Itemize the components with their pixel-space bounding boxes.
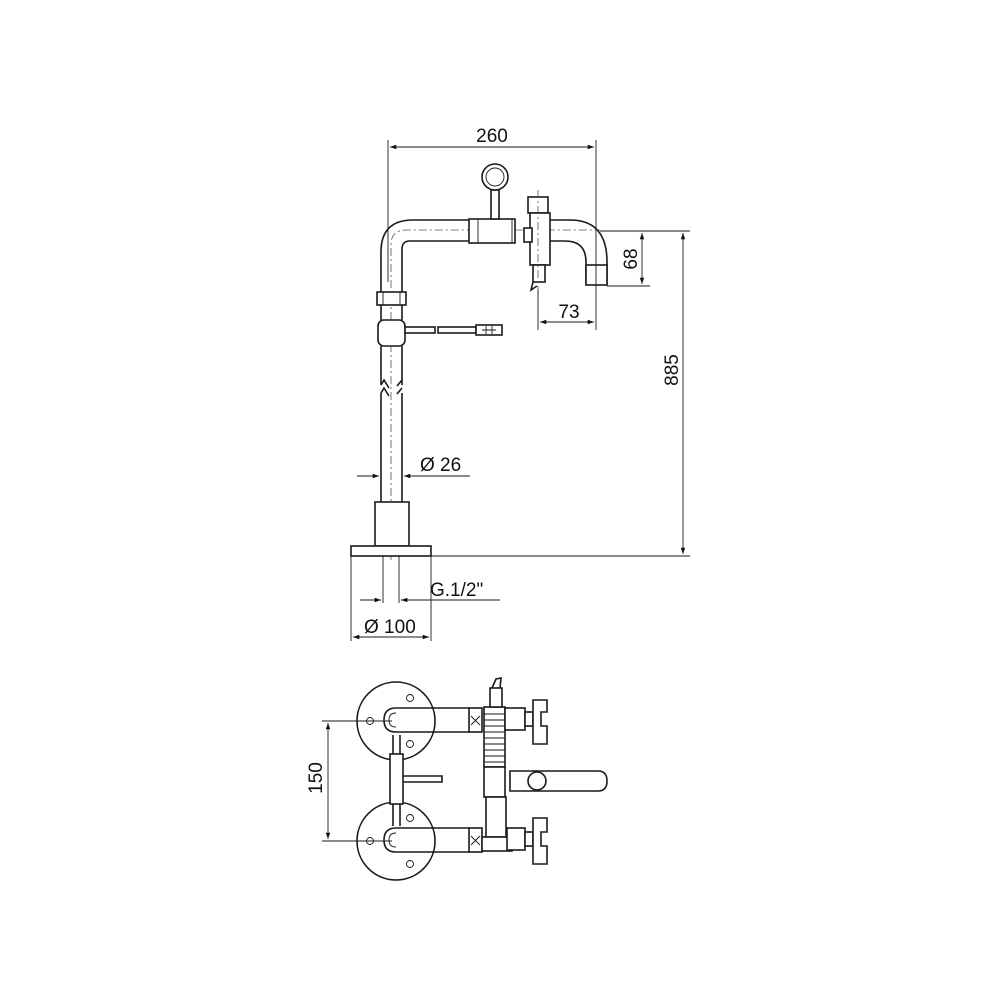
dimension-lines — [353, 140, 690, 640]
standpipe-outer — [380, 219, 470, 293]
standpipe-inner — [401, 240, 470, 293]
dim-spout-projection-73: 73 — [558, 302, 579, 323]
lever-knob — [527, 771, 547, 791]
dim-spout-drop-68: 68 — [621, 248, 642, 269]
diverter — [523, 190, 551, 300]
centerline — [390, 229, 600, 560]
pipe-bend-inner — [388, 832, 397, 848]
dimension-lines-top — [322, 720, 392, 842]
spout-outlet — [585, 264, 608, 286]
valve-stem-bottom — [506, 827, 526, 851]
spout-outer — [550, 219, 608, 285]
handle-stem — [490, 189, 500, 220]
dim-pipe-diameter: Ø 26 — [420, 455, 461, 476]
dim-thread: G.1/2" — [430, 580, 483, 601]
dim-width-260: 260 — [476, 126, 508, 147]
diverter-lever — [509, 770, 608, 792]
valve-stem-top — [504, 707, 526, 731]
pipe-joint — [377, 319, 406, 347]
base-sleeve — [374, 501, 410, 547]
supply-pipe-bottom — [383, 827, 470, 853]
pipe-bend-inner — [388, 712, 397, 728]
dim-flange-diameter: Ø 100 — [364, 617, 416, 638]
body-knurling — [484, 713, 505, 763]
side-view — [350, 163, 608, 641]
cross-handle-bottom-icon — [532, 817, 548, 865]
nut-bottom-cross — [470, 835, 481, 846]
cross-handle-top-icon — [532, 699, 548, 745]
mixer-body — [483, 706, 506, 768]
spout-inner — [550, 240, 587, 285]
body-lower — [485, 796, 507, 838]
side-rod — [404, 324, 503, 336]
break-line — [380, 378, 403, 397]
valve-collar-top — [524, 711, 534, 727]
dim-height-885: 885 — [662, 354, 683, 386]
spout-nozzle-tip — [491, 677, 502, 689]
supply-pipe-top — [383, 707, 470, 733]
nut-top-cross — [470, 715, 481, 726]
connector-block — [389, 753, 404, 805]
handle-ring-inner — [485, 167, 505, 187]
valve-body — [468, 218, 516, 244]
pipe-nut — [376, 291, 407, 306]
top-view — [356, 677, 608, 881]
dim-center-distance-150: 150 — [306, 762, 327, 794]
base-flange — [350, 545, 432, 557]
body-center — [483, 766, 506, 798]
spout-nozzle — [489, 687, 503, 708]
valve-collar-bottom — [524, 831, 534, 847]
connector-tab — [403, 775, 443, 783]
